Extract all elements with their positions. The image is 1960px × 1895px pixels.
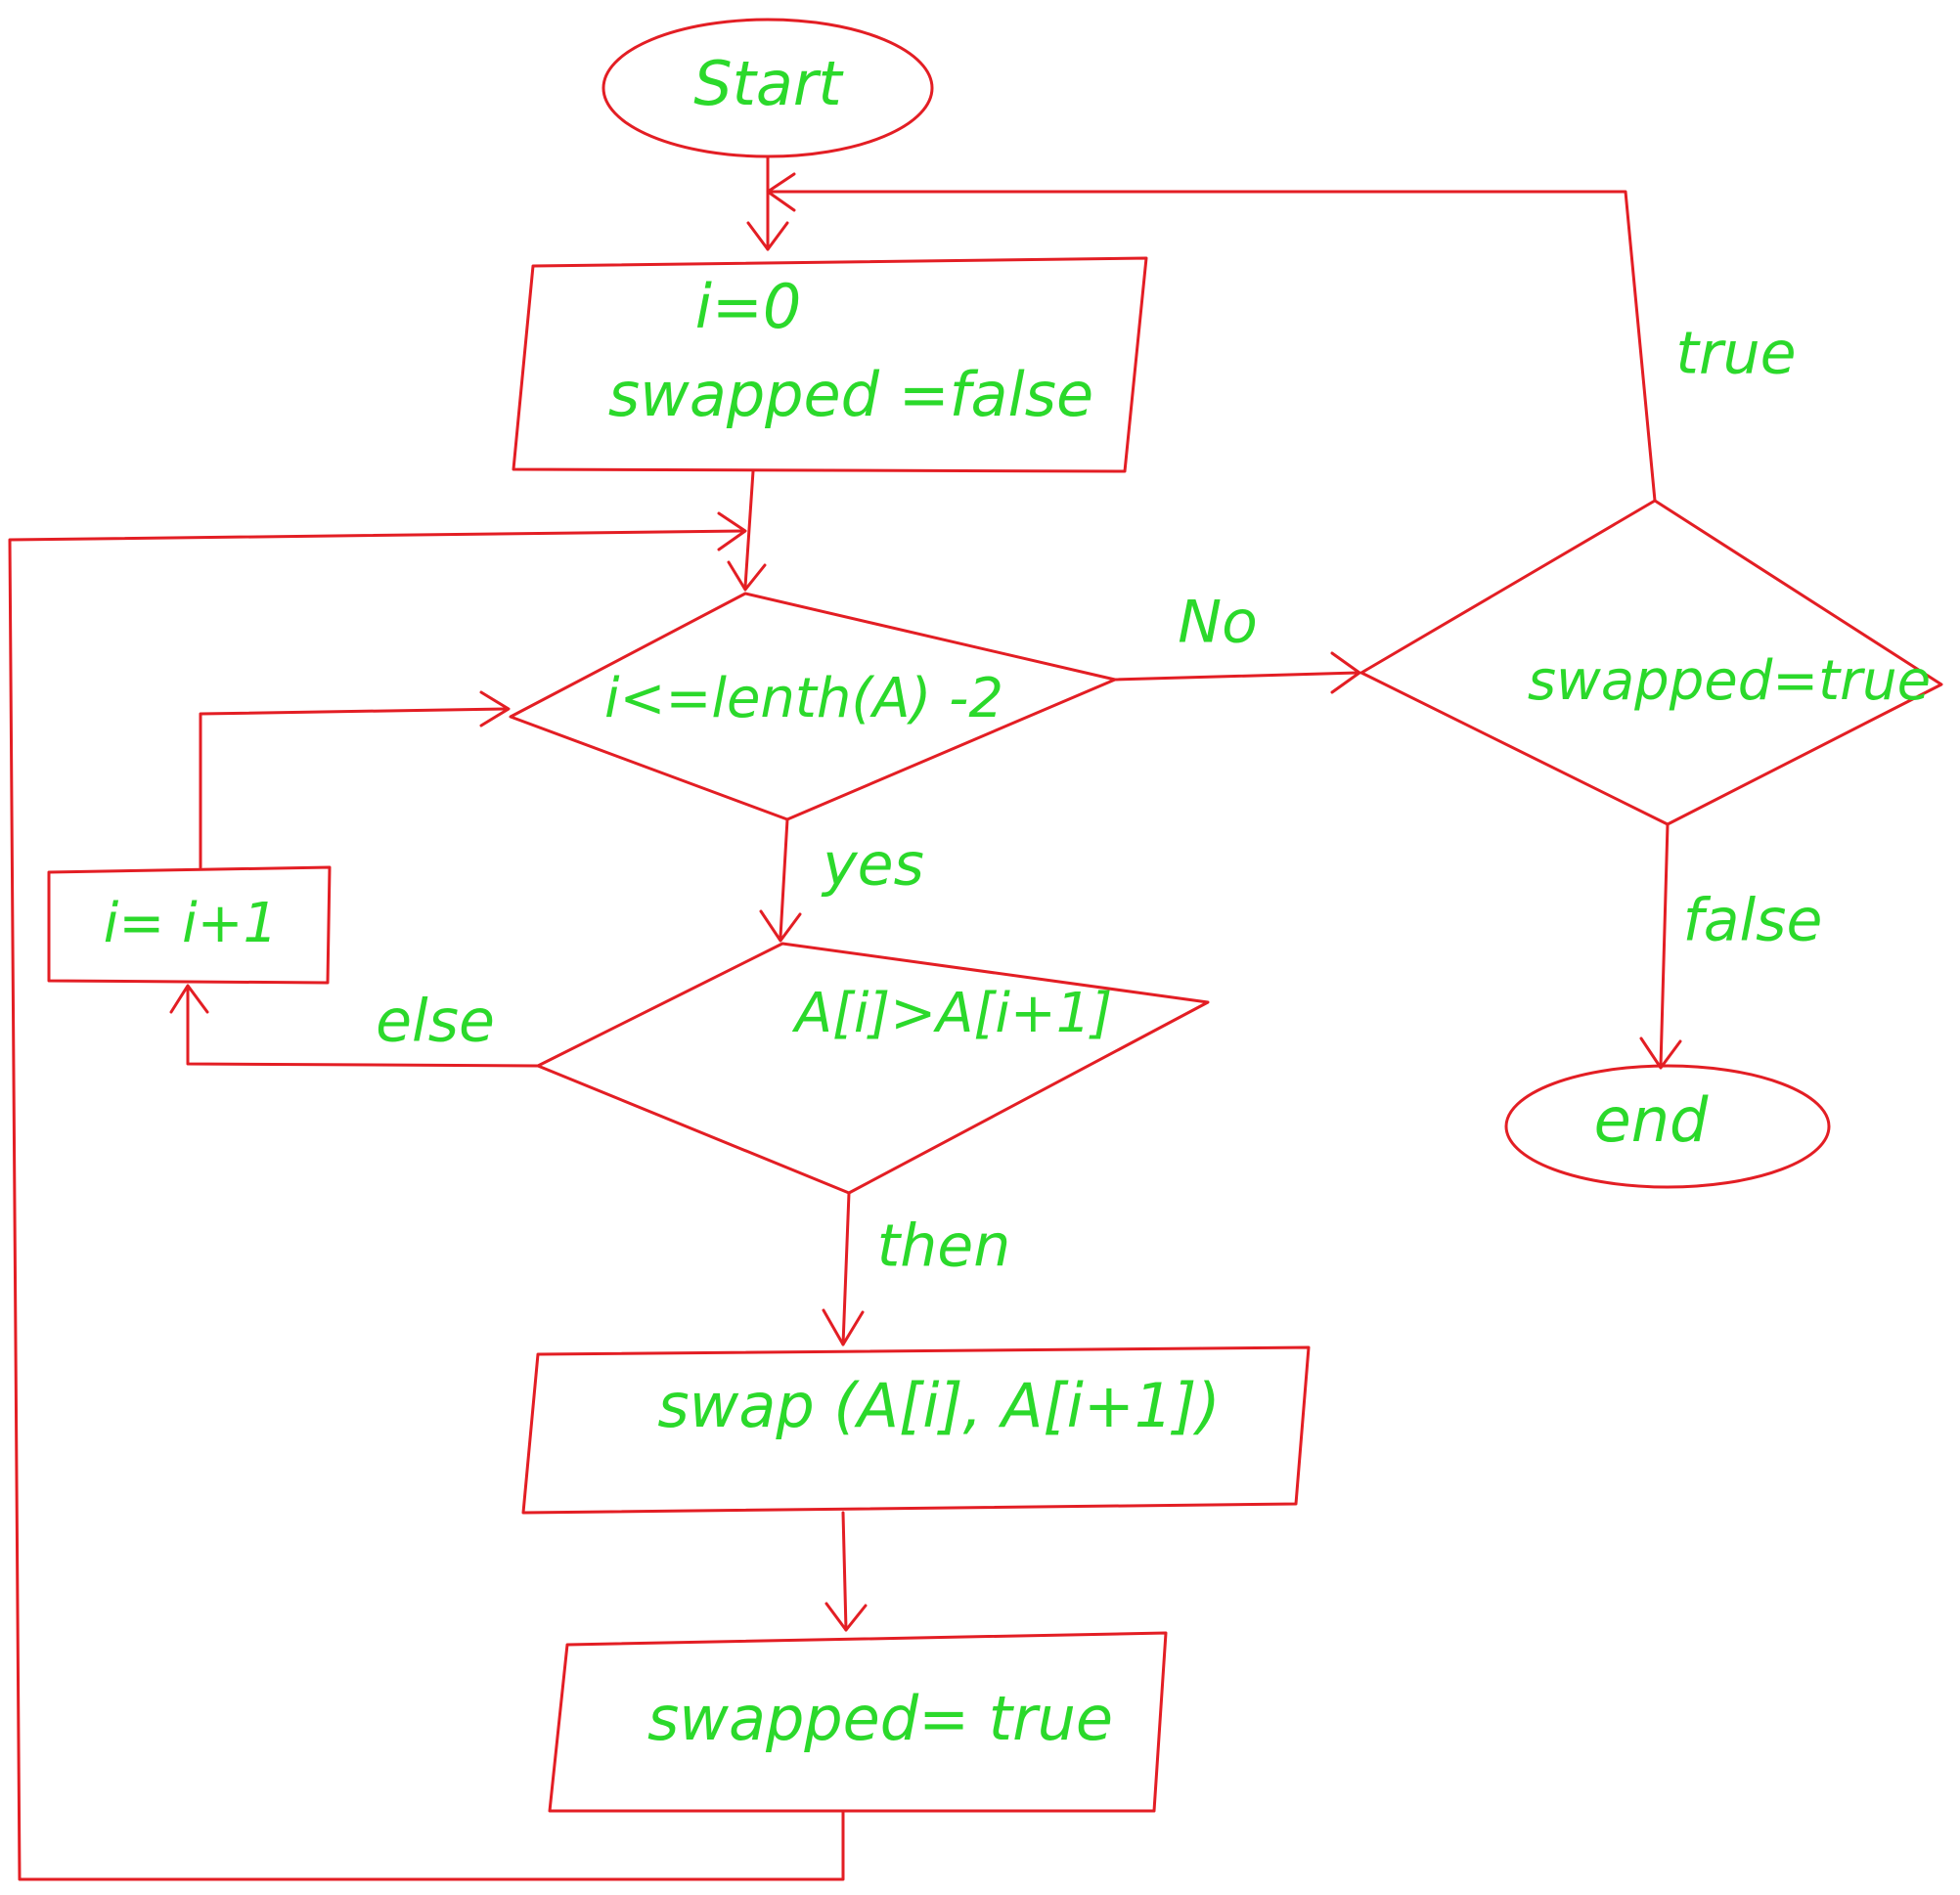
swap-process xyxy=(521,1345,1311,1515)
init-line2: swapped =false xyxy=(608,359,1093,430)
edge-label-else: else xyxy=(376,988,495,1056)
arrowhead-set-return-loop xyxy=(717,511,747,551)
edge-loop-yes xyxy=(779,817,789,939)
edge-label-false: false xyxy=(1683,887,1823,955)
end-terminal xyxy=(1504,1064,1831,1189)
edge-set-return-loop xyxy=(8,529,845,1881)
init-process xyxy=(512,256,1148,473)
compare-label: A[i]>A[i+1] xyxy=(792,982,1113,1045)
loop-condition-label: i<=lenth(A) -2 xyxy=(604,667,1003,730)
edge-increment-to-loop xyxy=(199,707,509,869)
swap-label: swap (A[i], A[i+1]) xyxy=(657,1370,1220,1441)
arrowhead-init-to-loop xyxy=(727,560,767,592)
start-label: Start xyxy=(693,48,844,119)
increment-label: i= i+1 xyxy=(104,892,278,955)
edge-label-then: then xyxy=(877,1212,1011,1281)
arrowhead-check-true xyxy=(766,172,796,212)
edge-compare-then xyxy=(841,1191,851,1346)
edge-label-no: No xyxy=(1178,589,1258,657)
edge-compare-else xyxy=(186,986,540,1068)
edge-label-yes: yes xyxy=(821,831,924,900)
arrowhead-check-false xyxy=(1639,1036,1682,1070)
arrowhead-loop-no xyxy=(1330,651,1361,694)
arrowhead-compare-then xyxy=(822,1308,865,1346)
arrowhead-increment-to-loop xyxy=(479,690,511,727)
edge-label-true: true xyxy=(1675,320,1796,388)
edge-check-true xyxy=(766,190,1657,503)
increment-process xyxy=(47,865,332,985)
arrowhead-start-to-init xyxy=(746,221,789,251)
arrowhead-swap-to-set xyxy=(824,1602,868,1632)
edge-init-to-loop xyxy=(743,469,755,589)
edge-check-false xyxy=(1659,822,1670,1068)
arrowhead-compare-else xyxy=(169,984,209,1014)
edge-swap-to-set xyxy=(841,1511,848,1632)
init-line1: i=0 xyxy=(695,271,802,342)
edge-loop-no xyxy=(1113,671,1359,682)
set-swapped-label: swapped= true xyxy=(647,1683,1113,1754)
end-label: end xyxy=(1594,1084,1709,1156)
arrowhead-loop-yes xyxy=(759,909,802,943)
set-swapped-process xyxy=(548,1631,1168,1813)
check-label: swapped=true xyxy=(1528,649,1931,713)
